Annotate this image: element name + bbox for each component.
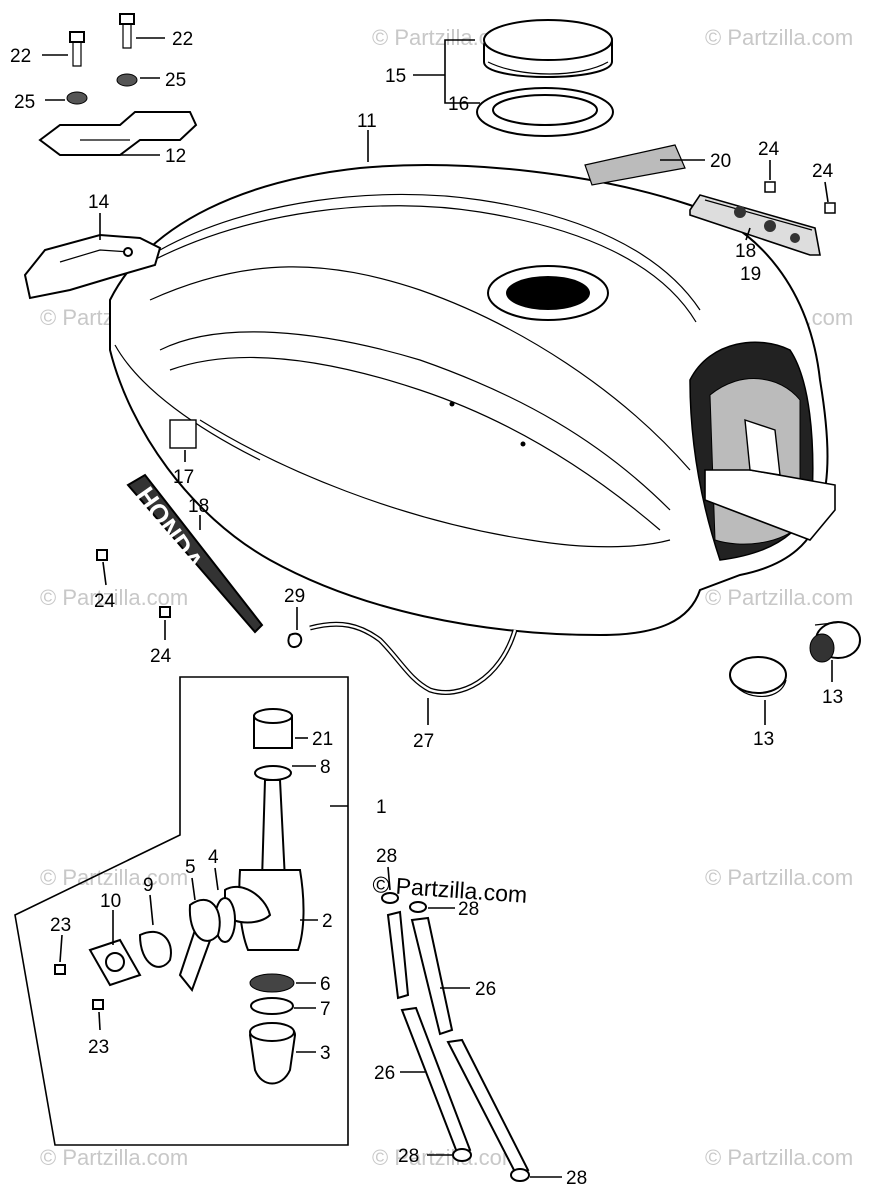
fuel-line: [386, 910, 530, 1176]
watermark: © Partzilla.com: [705, 865, 853, 890]
callout-25: 25: [14, 92, 35, 113]
callout-27: 27: [413, 731, 434, 752]
washer: [66, 91, 88, 105]
watermark: © Partzilla.com: [40, 585, 188, 610]
rubber-damper: [729, 656, 787, 697]
callout-9: 9: [143, 875, 154, 896]
callout-7: 7: [320, 999, 331, 1020]
caution-label: [584, 144, 686, 186]
right-emblem: [689, 194, 821, 256]
callout-19: 19: [740, 264, 761, 285]
watermark: © Partzilla.com: [705, 1145, 853, 1170]
callout-23: 23: [50, 915, 71, 936]
callout-23: 23: [88, 1037, 109, 1058]
screw: [54, 964, 66, 975]
callout-13: 13: [822, 687, 843, 708]
callout-24: 24: [94, 591, 116, 612]
callout-5: 5: [185, 857, 196, 878]
rubber-damper: [809, 621, 861, 663]
hose-clip: [409, 901, 427, 913]
callout-1: 1: [376, 797, 387, 818]
mounting-bracket: [38, 111, 198, 156]
overflow-tube: [309, 621, 518, 695]
callout-28: 28: [398, 1146, 419, 1167]
hose-clip: [452, 1148, 472, 1162]
callout-24: 24: [150, 646, 172, 667]
callout-24: 24: [812, 161, 834, 182]
callout-16: 16: [448, 94, 469, 115]
callout-labels: 22 22 25 25 12 14 11 15 16 20 24 24 18 1…: [10, 29, 843, 1189]
emblem-screw: [96, 549, 171, 618]
callout-8: 8: [320, 757, 331, 778]
callout-12: 12: [165, 146, 186, 167]
callout-4: 4: [208, 847, 219, 868]
callout-22: 22: [10, 46, 31, 67]
watermark: © Partzilla.com: [705, 585, 853, 610]
callout-2: 2: [322, 911, 333, 932]
fuel-tank: [109, 164, 836, 637]
washer: [116, 73, 138, 87]
callout-3: 3: [320, 1043, 331, 1064]
bolt: [69, 31, 85, 67]
callout-15: 15: [385, 66, 406, 87]
leader-lines: [42, 37, 833, 1178]
assembly-bracket-line: [14, 676, 349, 1146]
rear-bracket: [23, 233, 162, 300]
emblem-screw: [764, 181, 836, 214]
hose-clip: [510, 1168, 530, 1182]
callout-11: 11: [357, 111, 377, 132]
callout-21: 21: [312, 729, 333, 750]
fuel-cock: [88, 708, 305, 1085]
screw: [92, 999, 104, 1010]
callout-22: 22: [172, 29, 193, 50]
watermark: © Partzilla.com: [705, 25, 853, 50]
callout-26: 26: [475, 979, 496, 1000]
filler-cap: [483, 19, 613, 78]
callout-10: 10: [100, 891, 121, 912]
watermark: © Partzilla.com: [40, 1145, 188, 1170]
callout-18: 18: [735, 241, 756, 262]
callout-28: 28: [458, 899, 479, 920]
callout-17: 17: [173, 467, 194, 488]
watermark: © Partzilla.com: [40, 865, 188, 890]
callout-13: 13: [753, 729, 774, 750]
watermark: © Partzilla.com: [372, 1145, 520, 1170]
callout-24: 24: [758, 139, 780, 160]
callout-14: 14: [88, 192, 110, 213]
callout-28: 28: [566, 1168, 587, 1189]
callout-29: 29: [284, 586, 305, 607]
callout-26: 26: [374, 1063, 395, 1084]
callout-18: 18: [188, 496, 209, 517]
callout-25: 25: [165, 70, 186, 91]
hose-clip: [381, 892, 399, 904]
callout-20: 20: [710, 151, 731, 172]
hose-clip: [287, 632, 303, 648]
bolt: [119, 13, 135, 49]
cap-gasket: [476, 87, 614, 137]
callout-28: 28: [376, 846, 397, 867]
callout-6: 6: [320, 974, 331, 995]
